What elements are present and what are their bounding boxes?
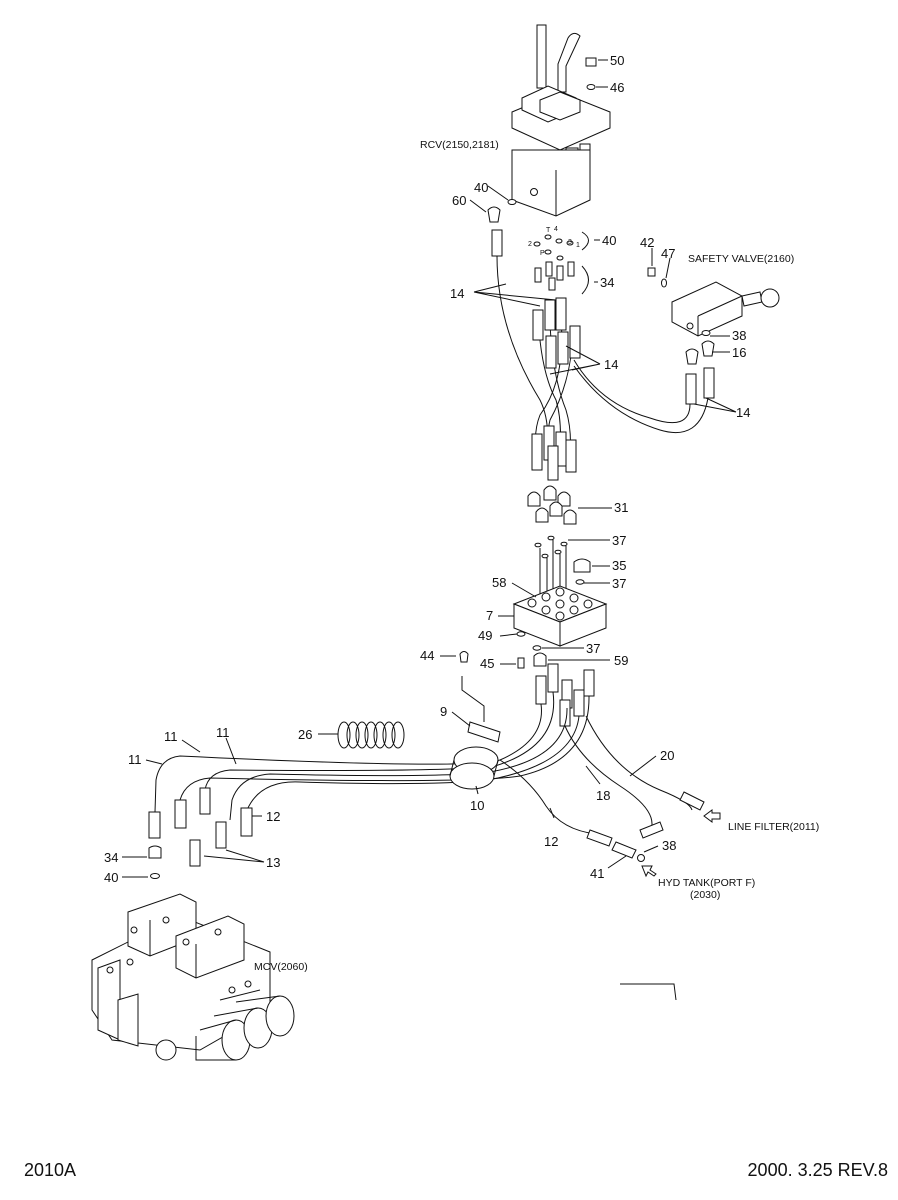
hyd-tank-code-label: (2030)	[690, 889, 720, 901]
callout-7: 7	[486, 608, 493, 623]
rcv-label: RCV(2150,2181)	[420, 139, 499, 151]
callout-60: 60	[452, 193, 466, 208]
manifold-assembly	[459, 485, 608, 669]
callout-37-middle: 37	[612, 576, 626, 591]
callout-34-mcv: 34	[104, 850, 118, 865]
mcv-label: MCV(2060)	[254, 961, 308, 973]
mcv-assembly	[91, 893, 295, 1061]
line-filter-label: LINE FILTER(2011)	[728, 821, 819, 833]
callout-47: 47	[661, 246, 675, 261]
adapters-31	[527, 485, 577, 525]
callout-13: 13	[266, 855, 280, 870]
callout-40-mcv: 40	[104, 870, 118, 885]
callout-44: 44	[420, 648, 434, 663]
lower-hoses	[148, 663, 721, 879]
port-mark-4: 4	[554, 226, 558, 233]
callout-18: 18	[596, 788, 610, 803]
pilot-hoses-14	[496, 255, 709, 481]
hose-clamp-and-bracket	[449, 676, 501, 790]
callout-37-top: 37	[612, 533, 626, 548]
callout-58: 58	[492, 575, 506, 590]
hyd-tank-label: HYD TANK(PORT F)	[658, 877, 755, 889]
callout-9: 9	[440, 704, 447, 719]
port-mark-1: 1	[576, 242, 580, 249]
callout-42: 42	[640, 235, 654, 250]
port-mark-p: P	[540, 250, 545, 257]
revision-date: 2000. 3.25 REV.8	[748, 1160, 888, 1180]
safety-valve-label: SAFETY VALVE(2160)	[688, 253, 794, 265]
port-mark-2: 2	[528, 241, 532, 248]
callout-50: 50	[610, 53, 624, 68]
callout-49: 49	[478, 628, 492, 643]
callout-11-left: 11	[128, 752, 142, 767]
port-mark-3: 3	[568, 239, 572, 246]
callout-31: 31	[614, 500, 628, 515]
callout-12-mcv: 12	[266, 809, 280, 824]
callout-45: 45	[480, 656, 494, 671]
leader-lines	[122, 59, 737, 1001]
callout-46: 46	[610, 80, 624, 95]
callout-10: 10	[470, 798, 484, 813]
callout-41: 41	[590, 866, 604, 881]
port-mark-t: T	[546, 227, 551, 234]
callout-35: 35	[612, 558, 626, 573]
callout-11-right: 11	[216, 725, 230, 740]
callout-12-tank: 12	[544, 834, 558, 849]
callout-14-middle: 14	[604, 357, 618, 372]
drawing-number: 2010A	[24, 1160, 76, 1180]
port-connectors-34	[534, 261, 575, 291]
rcv-fittings	[487, 57, 597, 291]
callout-37-bottom: 37	[586, 641, 600, 656]
labels: RCV(2150,2181) SAFETY VALVE(2160) LINE F…	[24, 53, 888, 1180]
safety-valve	[647, 267, 780, 405]
callout-11-middle: 11	[164, 729, 178, 744]
callout-20: 20	[660, 748, 674, 763]
callout-38-tank: 38	[662, 838, 676, 853]
callout-34-ports: 34	[600, 275, 614, 290]
o-rings-37	[534, 535, 568, 559]
port-o-rings-40	[533, 234, 574, 261]
callout-59: 59	[614, 653, 628, 668]
callout-40-rcv: 40	[474, 180, 488, 195]
callout-14-upper: 14	[450, 286, 464, 301]
spring-guard-26	[337, 721, 405, 749]
callout-14-valve: 14	[736, 405, 750, 420]
callout-26: 26	[298, 727, 312, 742]
callout-16: 16	[732, 345, 746, 360]
callout-40-ports: 40	[602, 233, 616, 248]
rcv-assembly	[511, 24, 611, 217]
callout-38-valve: 38	[732, 328, 746, 343]
